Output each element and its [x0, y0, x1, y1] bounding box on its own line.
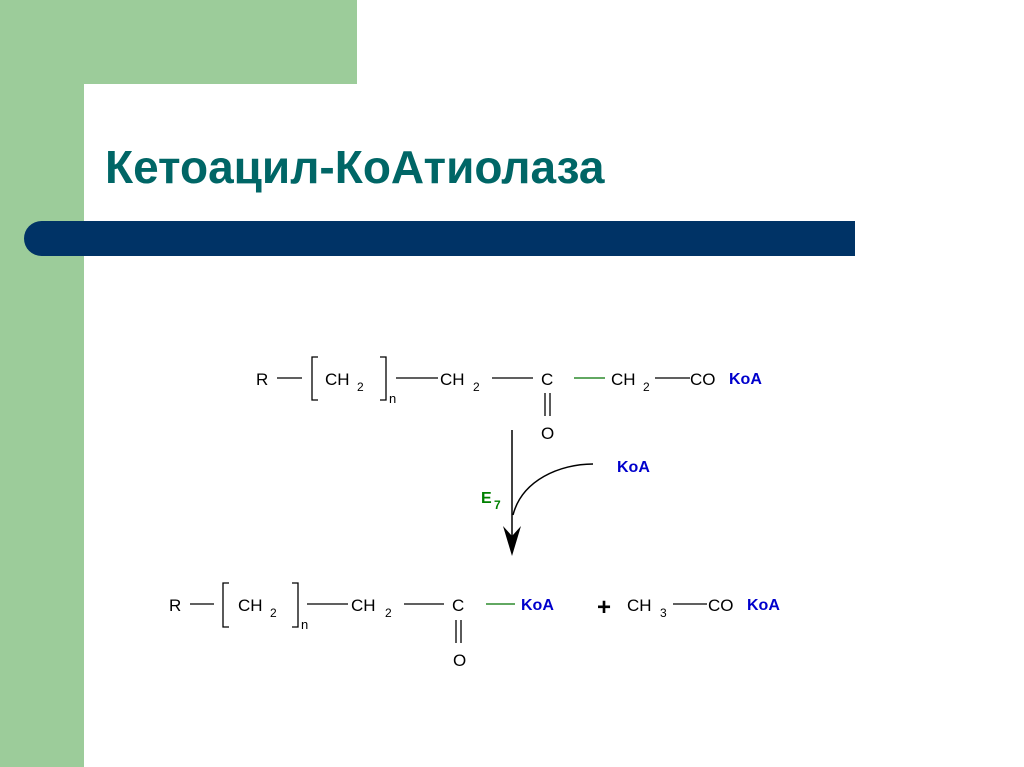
svg-text:2: 2	[270, 606, 277, 620]
koa-label: KoA	[729, 371, 762, 388]
svg-text:C: C	[541, 370, 553, 389]
enzyme-subscript: 7	[494, 498, 501, 512]
content-area-corner	[84, 84, 164, 164]
substrate-formula: R CH 2 n CH 2 C O CH 2 CO KoA	[256, 356, 762, 443]
enzyme-label: E	[481, 490, 492, 507]
svg-text:3: 3	[660, 606, 667, 620]
svg-text:C: C	[452, 596, 464, 615]
svg-text:n: n	[389, 391, 396, 406]
svg-text:KoA: KoA	[521, 597, 554, 614]
svg-text:n: n	[301, 617, 308, 632]
cofactor-curve-arrow	[512, 463, 594, 516]
svg-text:CH: CH	[351, 596, 376, 615]
svg-text:2: 2	[643, 380, 650, 394]
reaction-arrow: KoA E 7	[481, 430, 650, 556]
svg-text:2: 2	[357, 380, 364, 394]
title-underline-bar	[24, 221, 855, 256]
svg-text:CH: CH	[627, 596, 652, 615]
svg-text:CO: CO	[690, 370, 716, 389]
svg-text:R: R	[169, 596, 181, 615]
svg-text:CH: CH	[325, 370, 350, 389]
svg-text:CO: CO	[708, 596, 734, 615]
r-group: R	[256, 370, 268, 389]
svg-text:CH: CH	[238, 596, 263, 615]
svg-text:2: 2	[473, 380, 480, 394]
decorative-green-strip-left	[0, 0, 84, 767]
arrow-down-icon	[503, 526, 521, 556]
left-bracket	[311, 356, 318, 401]
right-bracket	[380, 356, 387, 401]
slide-title: Кетоацил-КоАтиолаза	[105, 141, 605, 193]
cofactor-koa: KoA	[617, 459, 650, 476]
svg-text:CH: CH	[440, 370, 465, 389]
plus-sign: +	[597, 594, 611, 621]
svg-text:KoA: KoA	[747, 597, 780, 614]
svg-text:O: O	[541, 424, 554, 443]
svg-text:O: O	[453, 651, 466, 670]
svg-text:CH: CH	[611, 370, 636, 389]
svg-text:2: 2	[385, 606, 392, 620]
product-formula: R CH 2 n CH 2 C O KoA + CH 3 CO KoA	[169, 582, 780, 670]
